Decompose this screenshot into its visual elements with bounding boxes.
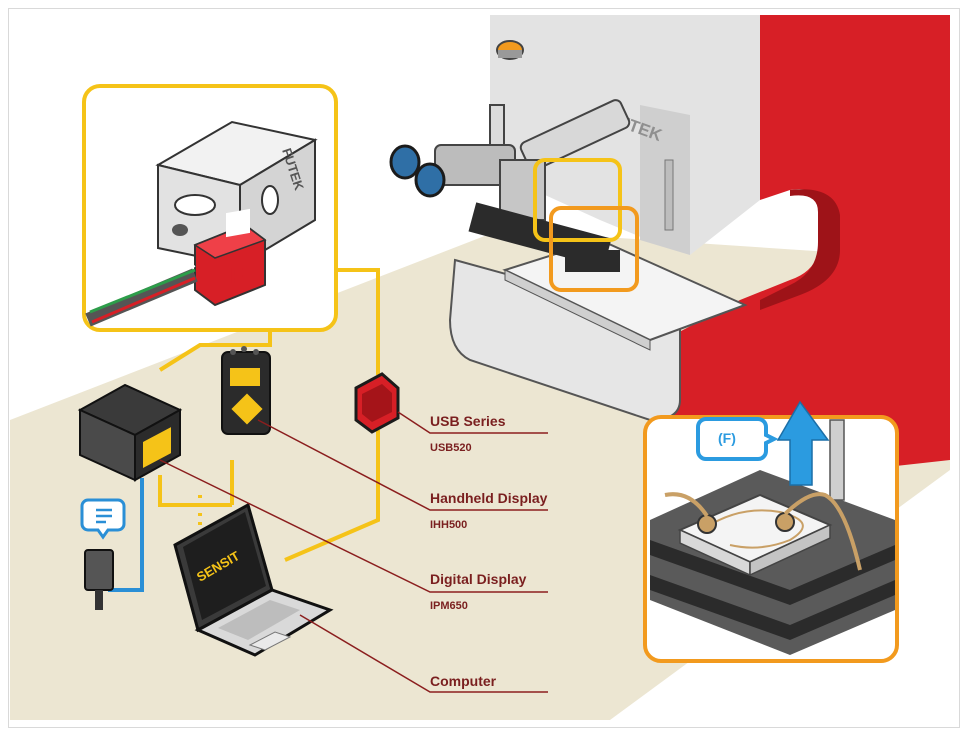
eyepiece-left bbox=[389, 144, 421, 180]
fixture-location-highlight bbox=[549, 206, 639, 292]
machine-red-frame bbox=[645, 15, 950, 470]
force-callout-text: (F) bbox=[718, 430, 736, 446]
force-direction-arrow bbox=[776, 400, 830, 486]
label-digital-display-title: Digital Display bbox=[430, 571, 527, 587]
machine-frame-shade bbox=[760, 189, 840, 310]
label-usb-series: USB Series USB520 bbox=[430, 413, 506, 454]
label-usb-series-model: USB520 bbox=[430, 442, 472, 454]
eyepiece-right bbox=[414, 162, 446, 198]
test-machine: FUTEK bbox=[389, 15, 950, 470]
force-callout-bubble bbox=[696, 417, 779, 461]
label-leaders bbox=[159, 411, 548, 693]
label-usb-series-title: USB Series bbox=[430, 413, 506, 429]
label-digital-display: Digital Display IPM650 bbox=[430, 571, 527, 612]
usb-device bbox=[354, 372, 400, 434]
sensor-cable bbox=[85, 268, 198, 327]
usb-plug bbox=[84, 549, 114, 610]
laptop-computer: SENSIT bbox=[173, 502, 334, 657]
info-bubble-icon bbox=[80, 498, 126, 540]
connection-lines bbox=[158, 268, 380, 562]
digital-display-device bbox=[77, 383, 183, 482]
machine-silver-body bbox=[490, 15, 760, 255]
machine-slot bbox=[664, 159, 674, 231]
label-computer: Computer bbox=[430, 673, 497, 689]
label-digital-display-model: IPM650 bbox=[430, 600, 468, 612]
sensor-badge: F bbox=[230, 263, 243, 288]
label-handheld-display-title: Handheld Display bbox=[430, 490, 548, 506]
label-handheld-display-model: IHH500 bbox=[430, 519, 467, 531]
sensor-location-highlight bbox=[533, 158, 622, 242]
label-handheld-display: Handheld Display IHH500 bbox=[430, 490, 548, 531]
sensor-inset: FUTEK F bbox=[82, 84, 338, 332]
label-computer-title: Computer bbox=[430, 673, 497, 689]
handheld-display-device bbox=[221, 346, 271, 435]
fixture-inset: (F) bbox=[643, 400, 899, 663]
